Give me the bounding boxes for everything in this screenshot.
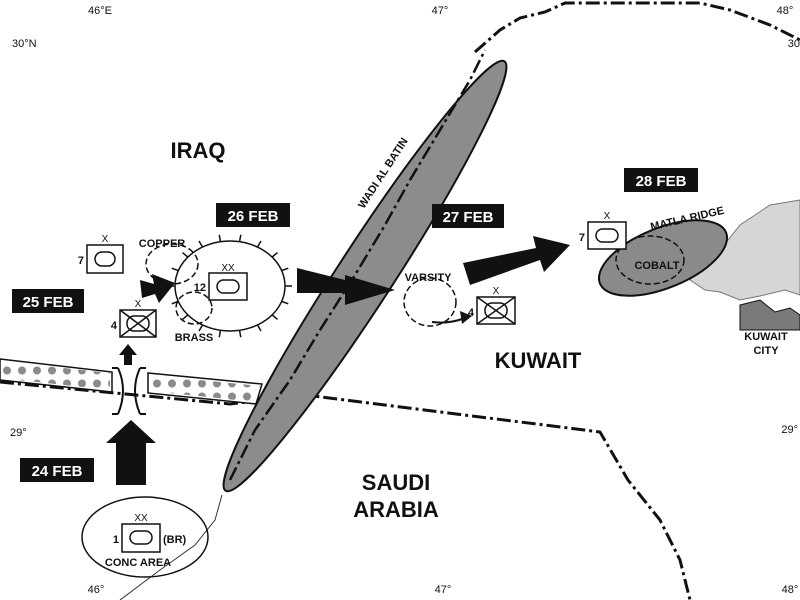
coord-left-30: 30°N	[12, 38, 37, 50]
date-label: 28 FEB	[636, 173, 687, 190]
arrow-25-feb-breach	[119, 344, 137, 365]
perimeter-tick	[218, 330, 222, 338]
date-28-feb: 28 FEB	[624, 168, 698, 192]
wadi-al-batin	[119, 49, 508, 600]
coord-top-48: 48°	[777, 5, 794, 17]
perimeter-tick	[281, 300, 289, 305]
perimeter-tick	[256, 240, 262, 248]
perimeter-tick	[198, 240, 204, 248]
arrow-24-feb	[106, 420, 156, 485]
perimeter-tick	[171, 267, 179, 272]
coord-top-right-30: 30	[788, 38, 800, 50]
arrow-26-feb	[297, 268, 395, 305]
matla-ridge	[597, 219, 729, 297]
coord-right-29: 29°	[781, 424, 798, 436]
arrow-27-feb-varsity	[431, 318, 463, 324]
country-label-saudi: SAUDI	[362, 470, 430, 495]
concentration-area-outline	[81, 496, 209, 578]
objective-cobalt-outline	[615, 235, 685, 285]
date-label: 24 FEB	[32, 463, 83, 480]
objective-varsity-label: VARSITY	[405, 272, 453, 284]
perimeter-tick	[238, 234, 242, 242]
conc-area-label: CONC AREA	[105, 557, 171, 569]
country-label-arabia: ARABIA	[353, 497, 439, 522]
perimeter-tick	[238, 330, 242, 338]
unit-number: 4	[468, 307, 475, 319]
date-25-feb: 25 FEB	[12, 289, 84, 313]
arrow-27-feb-varsity-head	[460, 311, 472, 324]
coord-bottom-46: 46°	[88, 584, 105, 596]
country-label-kuwait: KUWAIT	[495, 348, 582, 373]
unit-number: 4	[111, 320, 118, 332]
perimeter-tick	[182, 314, 189, 320]
iran-iraq-border	[474, 1, 800, 54]
objective-varsity-outline	[403, 277, 457, 327]
coord-top-47: 47°	[432, 5, 449, 17]
unit-brigade-4-breach: X 4	[111, 299, 157, 338]
date-26-feb: 26 FEB	[216, 203, 290, 227]
perimeter-tick	[171, 300, 179, 305]
unit-number: 7	[78, 255, 84, 267]
arrow-26-feb-copper	[140, 274, 175, 303]
perimeter-tick	[218, 234, 222, 242]
date-label: 25 FEB	[23, 294, 74, 311]
coord-left-29: 29°	[10, 427, 27, 439]
unit-number: 7	[579, 232, 585, 244]
kuwait-city-area	[689, 199, 800, 331]
city-label-city: CITY	[753, 345, 779, 357]
unit-echelon: X	[493, 286, 500, 297]
perimeter-tick	[256, 324, 262, 332]
objective-brass-label: BRASS	[175, 332, 214, 344]
perimeter-tick	[198, 324, 204, 332]
perimeter-tick	[281, 267, 289, 272]
perimeter-tick	[182, 252, 189, 258]
unit-echelon: X	[135, 299, 142, 310]
city-label-kuwait: KUWAIT	[744, 331, 788, 343]
unit-echelon: X	[604, 211, 611, 222]
country-label-iraq: IRAQ	[171, 138, 226, 163]
unit-division-1-conc-area: XX 1 (BR)	[113, 513, 187, 553]
coord-bottom-48: 48°	[782, 584, 799, 596]
unit-brigade-7-east: X 7	[579, 211, 627, 250]
division-12-perimeter	[168, 234, 292, 338]
unit-brigade-7-west: X 7	[78, 234, 124, 274]
perimeter-tick	[271, 252, 278, 258]
date-label: 26 FEB	[228, 208, 279, 225]
date-24-feb: 24 FEB	[20, 458, 94, 482]
unit-suffix: (BR)	[163, 534, 187, 546]
objective-cobalt-label: COBALT	[634, 260, 679, 272]
unit-division-12: XX 12	[194, 263, 248, 301]
coord-bottom-47: 47°	[435, 584, 452, 596]
coord-top-46: 46°E	[88, 5, 112, 17]
objective-brass-outline	[175, 291, 213, 325]
arrow-27-feb	[463, 236, 570, 285]
unit-echelon: XX	[134, 513, 148, 524]
date-label: 27 FEB	[443, 209, 494, 226]
unit-number: 1	[113, 534, 119, 546]
date-27-feb: 27 FEB	[432, 204, 504, 228]
obstacle-belt	[0, 358, 263, 415]
unit-echelon: X	[102, 234, 109, 245]
unit-brigade-4-east: X 4	[468, 286, 516, 325]
objective-copper-label: COPPER	[139, 238, 186, 250]
unit-echelon: XX	[221, 263, 235, 274]
unit-number: 12	[194, 282, 206, 294]
perimeter-tick	[271, 314, 278, 320]
